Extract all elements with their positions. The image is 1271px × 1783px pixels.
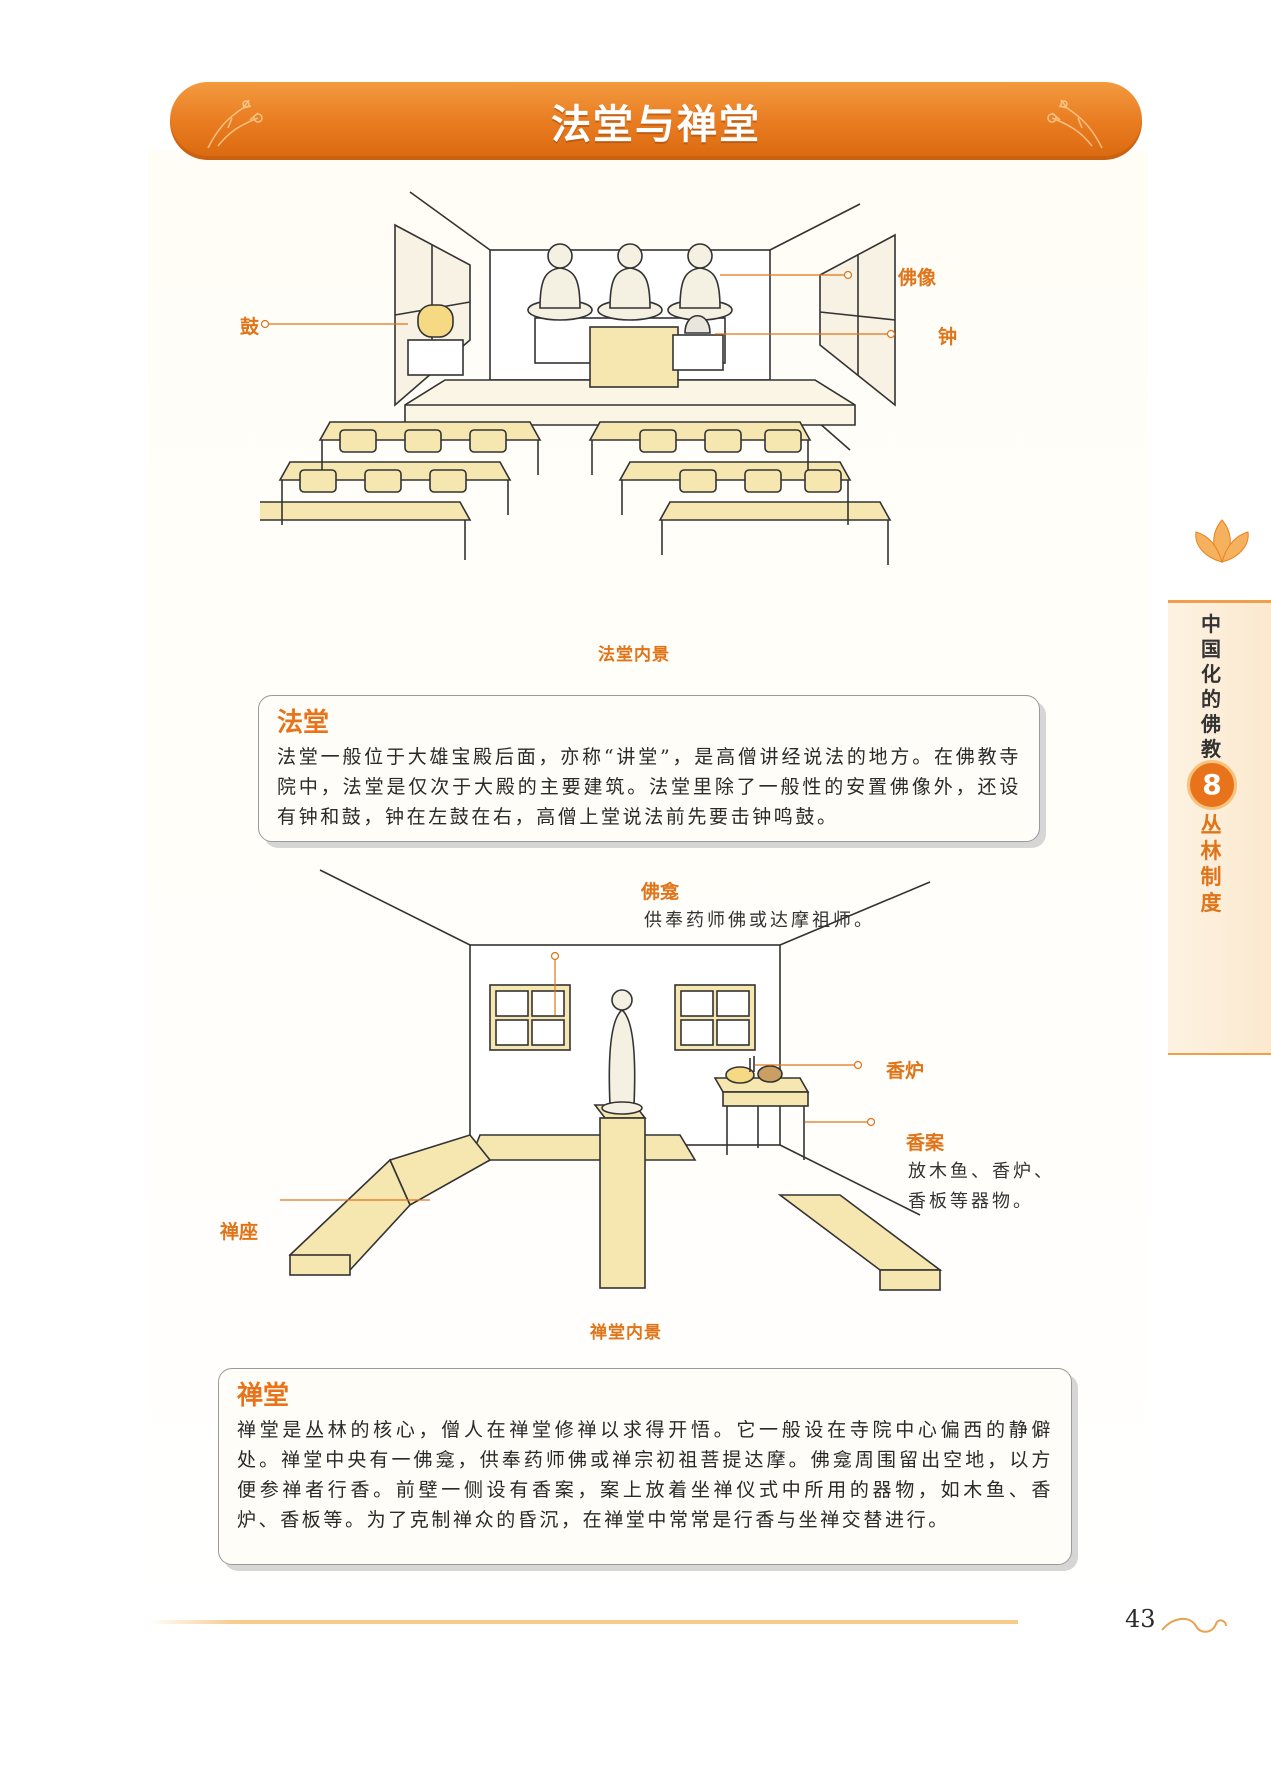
label-incense-table: 香案 — [906, 1132, 945, 1154]
page-title: 法堂与禅堂 — [551, 102, 761, 148]
chapter-title: 中国化的佛教 — [1201, 612, 1221, 761]
dharma-hall-caption: 法堂内景 — [598, 645, 670, 665]
label-censer: 香炉 — [886, 1060, 925, 1082]
page-number: 43 — [1125, 1605, 1156, 1633]
meditation-hall-heading: 禅堂 — [237, 1381, 290, 1411]
meditation-hall-caption: 禅堂内景 — [590, 1323, 662, 1343]
label-drum: 鼓 — [240, 316, 260, 338]
label-bell: 钟 — [938, 326, 958, 348]
label-meditation-seat: 禅座 — [220, 1221, 259, 1243]
niche-note: 供奉药师佛或达摩祖师。 — [644, 910, 875, 931]
incense-table-note-1: 放木鱼、香炉、 — [908, 1161, 1055, 1182]
label-niche: 佛龛 — [641, 881, 680, 903]
dharma-hall-textbox: 法堂 法堂一般位于大雄宝殿后面，亦称“讲堂”，是高僧讲经说法的地方。在佛教寺院中… — [258, 695, 1040, 842]
ornament-icon — [1047, 99, 1103, 149]
lotus-icon — [1195, 519, 1249, 563]
incense-table-note-2: 香板等器物。 — [908, 1191, 1034, 1212]
title-banner: 法堂与禅堂 — [170, 82, 1142, 160]
swirl-icon — [1161, 1618, 1227, 1633]
section-title: 丛林制度 — [1200, 813, 1222, 915]
meditation-hall-textbox: 禅堂 禅堂是丛林的核心，僧人在禅堂修禅以求得开悟。它一般设在寺院中心偏西的静僻处… — [218, 1368, 1072, 1565]
meditation-hall-body: 禅堂是丛林的核心，僧人在禅堂修禅以求得开悟。它一般设在寺院中心偏西的静僻处。禅堂… — [237, 1419, 1053, 1531]
dharma-hall-illustration — [260, 191, 896, 565]
meditation-hall-illustration — [280, 869, 943, 1291]
dharma-hall-body: 法堂一般位于大雄宝殿后面，亦称“讲堂”，是高僧讲经说法的地方。在佛教寺院中，法堂… — [277, 746, 1021, 828]
dharma-hall-heading: 法堂 — [277, 708, 330, 738]
chapter-tab — [1168, 600, 1271, 1055]
ornament-icon — [207, 99, 263, 149]
footer-rule — [148, 1620, 1018, 1624]
chapter-number-badge: 8 — [1187, 760, 1237, 810]
label-buddha: 佛像 — [898, 267, 937, 289]
